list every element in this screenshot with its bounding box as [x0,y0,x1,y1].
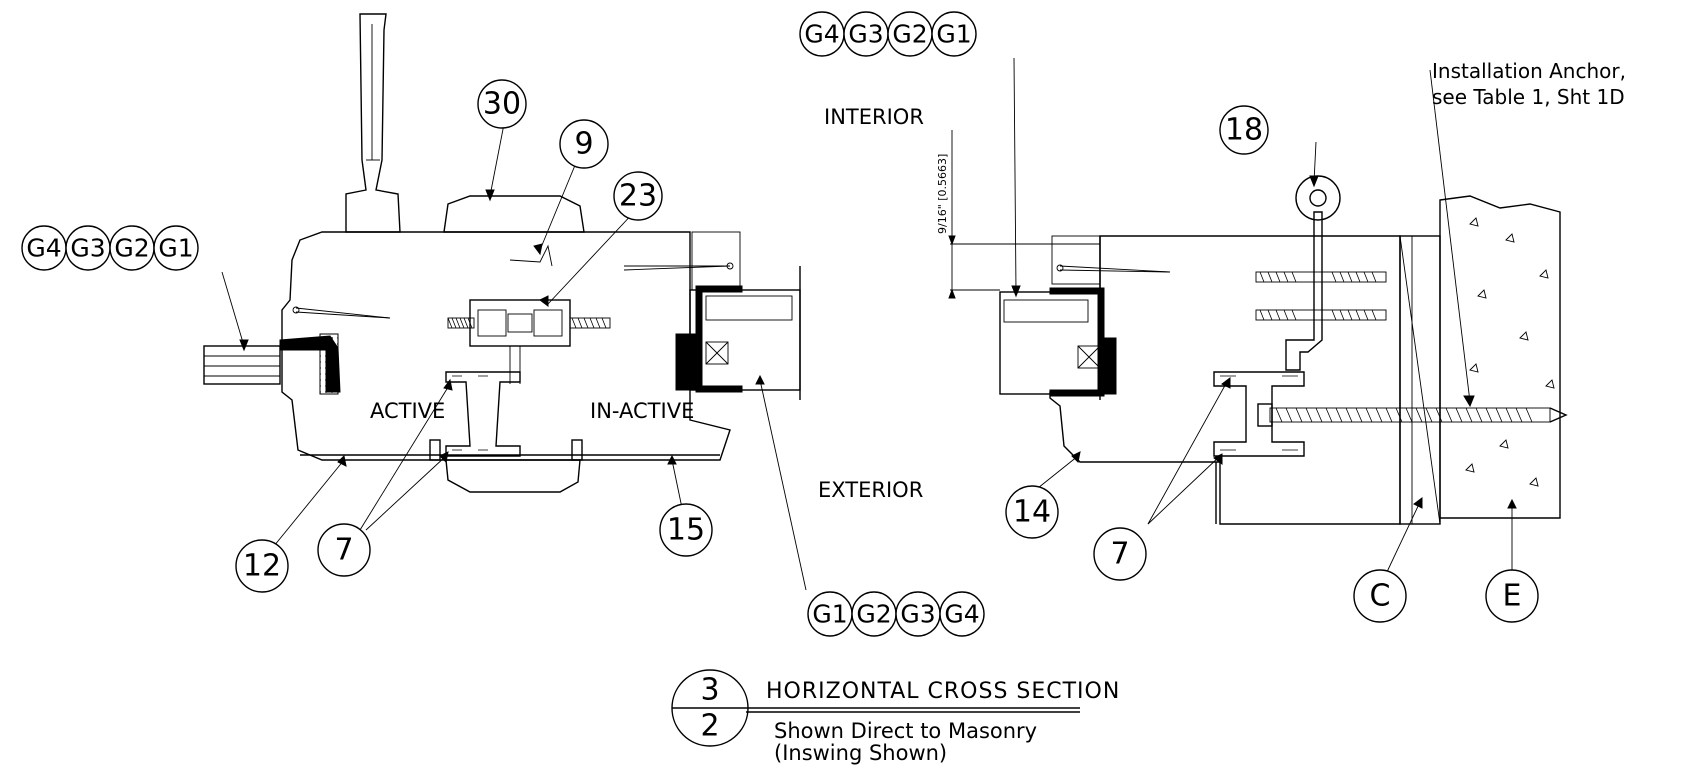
svg-text:G4: G4 [804,20,839,49]
glazing-group-bottom-center: G1 G2 G3 G4 [807,591,985,637]
callout-23: 23 [613,171,663,221]
hinge-bracket [1285,211,1323,371]
svg-text:G4: G4 [26,234,61,263]
callout-7-left: 7 [317,523,371,577]
svg-text:G2: G2 [114,234,149,263]
anchor-note-line1: Installation Anchor, [1432,59,1626,83]
callout-9: 9 [559,119,609,169]
right-assembly: 9/16" [0.5663] INTERIOR EXTERIOR Install… [818,59,1626,525]
screw-left [447,317,475,329]
svg-text:G1: G1 [158,234,193,263]
hinge-screws [1255,271,1387,321]
section-title-block: 3 2 HORIZONTAL CROSS SECTION Shown Direc… [671,669,1120,765]
svg-text:G2: G2 [856,600,891,629]
masonry [1439,195,1561,519]
glazing-group-top-center: G4 G3 G2 G1 [799,11,977,57]
door-handle [345,13,401,233]
callout-18: 18 [1219,105,1269,155]
left-glass [203,345,281,385]
callout-C: C [1353,569,1407,623]
svg-text:12: 12 [243,549,281,584]
callout-7-right: 7 [1093,527,1147,581]
svg-text:G4: G4 [944,600,979,629]
anchor-note-line2: see Table 1, Sht 1D [1432,85,1625,109]
svg-text:G3: G3 [70,234,105,263]
bottom-astragal [445,459,581,493]
glazing-group-left: G4 G3 G2 G1 [21,225,199,271]
svg-text:7: 7 [1110,537,1129,572]
sheet-number: 2 [700,709,719,744]
callout-E: E [1485,569,1539,623]
lock-cap [443,195,585,233]
section-subtitle-2: (Inswing Shown) [774,741,947,765]
svg-text:23: 23 [619,179,657,214]
section-subtitle-1: Shown Direct to Masonry [774,719,1037,743]
callout-30: 30 [477,79,527,129]
callout-15: 15 [659,503,713,557]
svg-text:9: 9 [574,127,593,162]
svg-text:C: C [1370,579,1391,614]
svg-text:18: 18 [1225,113,1263,148]
svg-text:G1: G1 [936,20,971,49]
callout-14: 14 [1005,485,1059,539]
hinge-eye [1295,175,1341,221]
installation-anchor [1257,403,1568,427]
left-assembly: ACTIVE IN-ACTIVE [203,13,801,493]
active-label: ACTIVE [370,399,445,423]
svg-text:E: E [1503,579,1522,614]
leader-arrows [239,175,1517,509]
leader-lines [221,57,1513,591]
svg-text:G2: G2 [892,20,927,49]
right-glass [999,291,1101,395]
right-glass-left-assembly [689,289,801,391]
interior-label: INTERIOR [824,105,924,129]
callout-12: 12 [235,539,289,593]
svg-text:7: 7 [334,533,353,568]
screw-right [569,317,611,329]
dimension-text: 9/16" [0.5663] [936,154,949,234]
svg-text:G1: G1 [812,600,847,629]
inactive-label: IN-ACTIVE [590,399,694,423]
svg-text:30: 30 [483,87,521,122]
section-title: HORIZONTAL CROSS SECTION [766,679,1120,704]
svg-text:14: 14 [1013,495,1051,530]
svg-text:G3: G3 [848,20,883,49]
section-number: 3 [700,673,719,708]
door-panel-body [281,231,731,461]
svg-text:15: 15 [667,513,705,548]
svg-text:G3: G3 [900,600,935,629]
exterior-label: EXTERIOR [818,478,923,502]
lock-mechanism [469,299,571,347]
